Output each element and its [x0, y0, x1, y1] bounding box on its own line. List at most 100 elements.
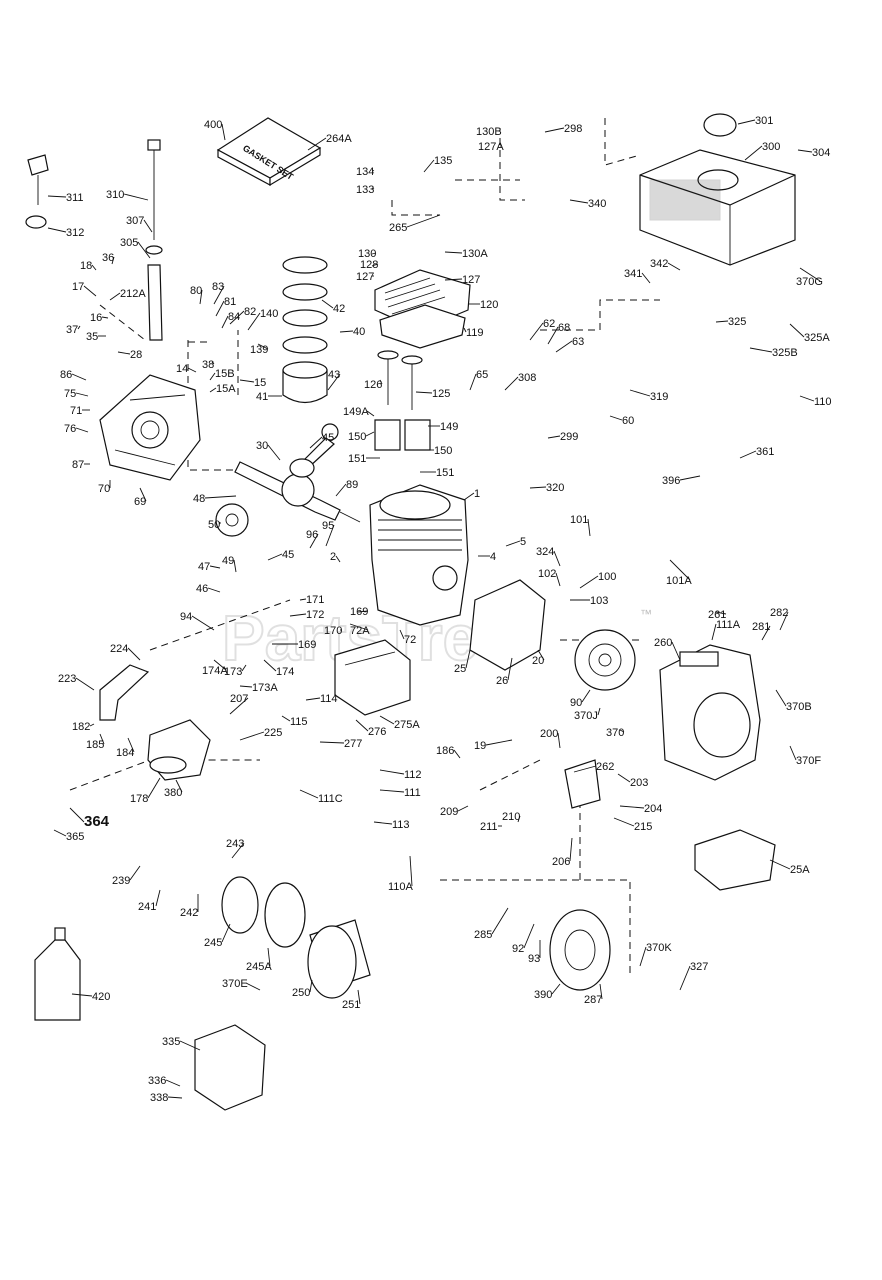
leader-line [321, 299, 334, 309]
leader-line [179, 1040, 201, 1051]
part-label-370: 370 [606, 727, 624, 739]
part-number: 40 [353, 326, 365, 338]
leader-line [553, 550, 561, 567]
part-label-48: 48 [193, 493, 237, 505]
part-label-49: 49 [222, 555, 237, 573]
part-label-95: 95 [322, 520, 335, 547]
leader-line [127, 737, 135, 753]
air-cleaner-housing [639, 113, 796, 266]
leader-line [711, 623, 717, 641]
leader-line [555, 572, 561, 587]
part-label-300: 300 [744, 141, 780, 161]
part-label-211: 211 [480, 821, 502, 833]
ignition-coil [564, 759, 601, 809]
part-label-65: 65 [469, 369, 488, 391]
part-number: 370B [786, 701, 812, 713]
leader-line [789, 323, 805, 338]
leader-line [617, 773, 631, 783]
part-number: 119 [466, 327, 484, 339]
part-number: 111 [404, 787, 421, 799]
part-label-380: 380 [164, 779, 183, 799]
leader-line [641, 272, 651, 284]
leader-line [239, 379, 255, 383]
part-label-139: 139 [250, 343, 268, 356]
part-number: 45 [322, 432, 334, 444]
part-label-186: 186 [436, 745, 461, 759]
part-label-110A: 110A [388, 855, 414, 893]
part-label-62: 62 [529, 318, 555, 341]
part-number: 125 [432, 388, 450, 400]
part-number: 420 [92, 991, 110, 1003]
leader-line [739, 450, 757, 459]
part-label-60: 60 [609, 415, 634, 427]
leader-line [609, 415, 623, 421]
leader-line [327, 373, 341, 391]
leader-line [715, 611, 727, 615]
part-number: 95 [322, 520, 334, 532]
part-number: 149A [343, 406, 369, 418]
part-number: 30 [256, 440, 268, 452]
part-number: 307 [126, 215, 144, 227]
leader-line [47, 227, 67, 233]
part-label-15A: 15A [209, 383, 236, 395]
blower-housing [659, 644, 761, 781]
part-number: 308 [518, 372, 536, 384]
part-number: 185 [86, 739, 104, 751]
leader-line [289, 613, 307, 617]
dipstick [145, 139, 163, 341]
part-number: 275A [394, 719, 420, 731]
part-label-282: 282 [770, 607, 789, 631]
part-label-111: 111 [379, 787, 421, 799]
leader-line [523, 923, 535, 949]
part-label-174: 174 [263, 659, 294, 678]
leader-line [667, 262, 681, 271]
part-label-133: 133 [356, 184, 374, 196]
part-number: 336 [148, 1075, 166, 1087]
part-label-47: 47 [198, 561, 221, 573]
leader-line [379, 379, 383, 385]
part-number: 260 [654, 637, 672, 649]
intake-elbow [99, 664, 150, 721]
leader-line [309, 436, 323, 449]
part-label-298: 298 [544, 123, 582, 135]
part-label-43: 43 [327, 369, 341, 391]
part-label-203: 203 [617, 773, 648, 789]
part-label-115: 115 [281, 715, 308, 728]
leader-line [423, 159, 435, 173]
leader-line [71, 373, 87, 381]
part-label-151: 151 [348, 453, 380, 465]
leader-line [155, 889, 161, 907]
leader-line [209, 387, 217, 393]
part-label-325B: 325B [749, 347, 798, 359]
part-label-327: 327 [679, 961, 708, 991]
leader-line [365, 431, 375, 437]
shroud [194, 1024, 266, 1111]
part-number: 120 [480, 299, 498, 311]
part-label-319: 319 [629, 389, 668, 403]
part-number: 130 [358, 248, 376, 260]
gasket-set-box: GASKET SET [216, 117, 322, 187]
part-number: 71 [70, 405, 82, 417]
leader-line [309, 533, 319, 549]
part-number: 102 [538, 568, 556, 580]
part-number: 70 [98, 483, 110, 495]
part-number: 49 [222, 555, 234, 567]
leader-line [245, 982, 261, 991]
part-label-26: 26 [496, 657, 513, 687]
leader-line [744, 145, 763, 161]
part-number: 370J [574, 710, 598, 722]
part-number: 37 [66, 324, 78, 336]
part-number: 370G [796, 276, 823, 288]
part-number: 319 [650, 391, 668, 403]
part-number: 342 [650, 258, 668, 270]
part-number: 110A [388, 881, 414, 893]
part-label-28: 28 [117, 349, 142, 361]
leader-line [307, 137, 327, 151]
part-label-128: 128 [360, 259, 378, 271]
leader-line [373, 821, 393, 825]
leader-line [715, 320, 729, 323]
leader-line [749, 347, 773, 353]
part-label-72A: 72A [349, 623, 370, 637]
leader-line [366, 410, 375, 417]
